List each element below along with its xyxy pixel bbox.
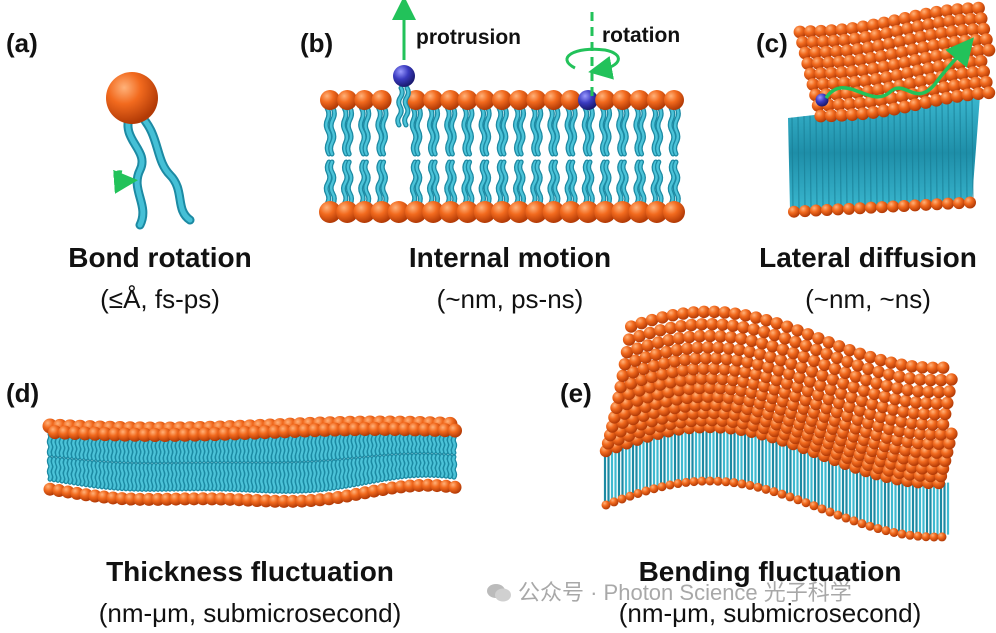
caption-title-d: Thickness fluctuation	[106, 556, 394, 587]
protrusion-label: protrusion	[416, 26, 521, 49]
caption-title-c: Lateral diffusion	[759, 242, 977, 273]
wechat-icon	[486, 582, 512, 604]
rotation-label: rotation	[602, 24, 681, 47]
watermark: 公众号 · Photon Science 光子科学	[486, 575, 852, 607]
caption-title-e: Bending fluctuation	[638, 556, 902, 587]
caption-subtitle-c: (~nm, ~ns)	[805, 284, 931, 314]
single-lipid-molecule	[106, 72, 195, 230]
caption-title-b: Internal motion	[408, 242, 612, 273]
bilayer-bending-fluctuation	[599, 305, 958, 542]
panel-label-e: (e)	[560, 378, 592, 408]
caption-subtitle-d: (nm-μm, submicrosecond)	[98, 598, 402, 628]
bilayer-thickness-fluctuation	[42, 415, 462, 508]
lipid-bilayer-internal-motion	[319, 0, 685, 223]
caption-subtitle-e: (nm-μm, submicrosecond)	[618, 598, 922, 628]
panel-label-c: (c)	[756, 28, 788, 58]
panel-label-b: (b)	[300, 28, 334, 58]
membrane-patch-lateral-diffusion	[788, 1, 996, 218]
caption-title-a: Bond rotation	[68, 242, 252, 273]
panel-label-a: (a)	[6, 28, 38, 58]
panel-label-d: (d)	[6, 378, 40, 408]
caption-subtitle-a: (≤Å, fs-ps)	[100, 284, 220, 314]
caption-subtitle-b: (~nm, ps-ns)	[436, 284, 584, 314]
watermark-text: 公众号 · Photon Science 光子科学	[518, 580, 852, 605]
